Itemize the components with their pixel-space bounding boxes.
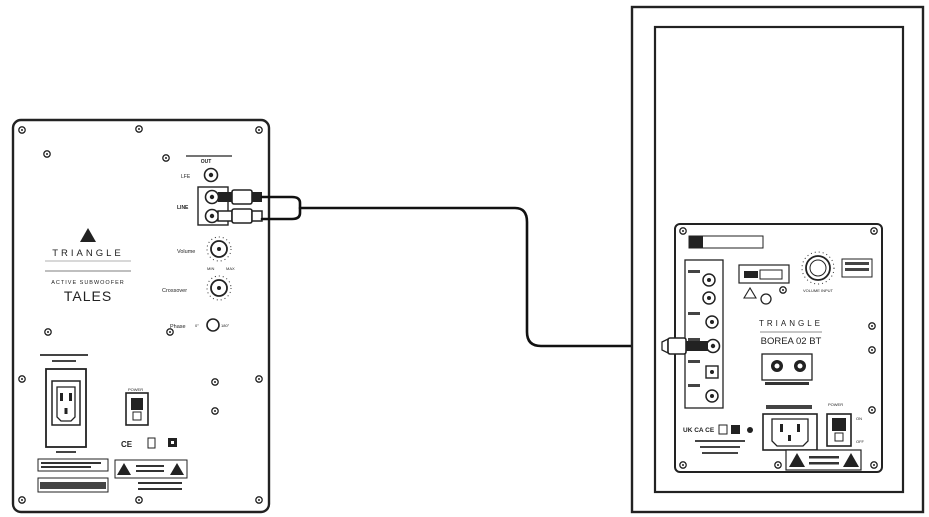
speaker-volume-knob[interactable] (801, 251, 835, 285)
crossover-label: Crossover (162, 288, 187, 294)
speaker-compliance-icon: UK CA CE (683, 424, 753, 435)
voltage-info-text (40, 354, 88, 362)
speaker-warning-label (785, 449, 862, 471)
line-input-right-jack[interactable] (204, 208, 220, 224)
input-selector-switch[interactable] (738, 264, 790, 284)
sub-out-jack[interactable] (705, 338, 721, 354)
speaker-power-label: POWER (828, 402, 843, 407)
power-switch[interactable] (125, 392, 149, 426)
svg-text:CE: CE (121, 440, 133, 449)
rca-cable (260, 195, 664, 348)
speaker-terminals[interactable] (761, 353, 813, 385)
volume-min-label: MIN (207, 266, 214, 271)
speaker-power-inlet[interactable] (762, 405, 818, 451)
lfe-jack[interactable] (203, 167, 219, 183)
speaker-extra-jacks[interactable] (705, 365, 719, 403)
triangle-logo-icon (80, 228, 96, 242)
crossover-knob[interactable] (206, 275, 232, 301)
volume-knob[interactable] (206, 236, 232, 262)
speaker-model: BOREA 02 BT (761, 336, 822, 347)
warning-label (37, 458, 188, 493)
rca-plug-speaker (661, 337, 708, 355)
line-input-left-jack[interactable] (204, 189, 220, 205)
volume-label: Volume (177, 249, 195, 255)
volume-input-label: VOLUME INPUT (803, 288, 834, 293)
lfe-label: LFE (181, 174, 191, 180)
speaker-input-jacks[interactable] (702, 273, 719, 329)
speaker-brand: TRIANGLE (759, 319, 823, 328)
power-label: POWER (128, 387, 143, 392)
svg-text:UK CA CE: UK CA CE (683, 427, 715, 434)
speaker-on-label: ON (856, 416, 862, 421)
speaker-power-switch[interactable] (826, 413, 852, 447)
phase-label: Phase (170, 324, 186, 330)
compliance-marks-icon: CE (121, 437, 177, 449)
phase-0-label: 0° (195, 323, 199, 328)
subwoofer-panel: TRIANGLE ACTIVE SUBWOOFER TALES OUT LFE … (11, 118, 271, 514)
subwoofer-model: TALES (64, 288, 112, 304)
warning-triangle-icon (743, 286, 757, 299)
power-inlet[interactable] (45, 368, 87, 448)
rca-plug-left (218, 189, 262, 205)
speaker-off-label: OFF (856, 439, 865, 444)
line-input-label: LINE (177, 205, 189, 211)
out-label: OUT (201, 159, 212, 165)
phase-180-label: 180° (221, 323, 230, 328)
subwoofer-brand: TRIANGLE (52, 248, 124, 259)
subwoofer-tagline: ACTIVE SUBWOOFER (51, 280, 124, 286)
volume-max-label: MAX (226, 266, 235, 271)
speaker-back-panel: VOLUME INPUT TRIANGLE BOREA 02 BT UK CA … (661, 223, 883, 473)
rca-plug-right (217, 208, 263, 224)
phase-switch[interactable] (206, 318, 220, 332)
